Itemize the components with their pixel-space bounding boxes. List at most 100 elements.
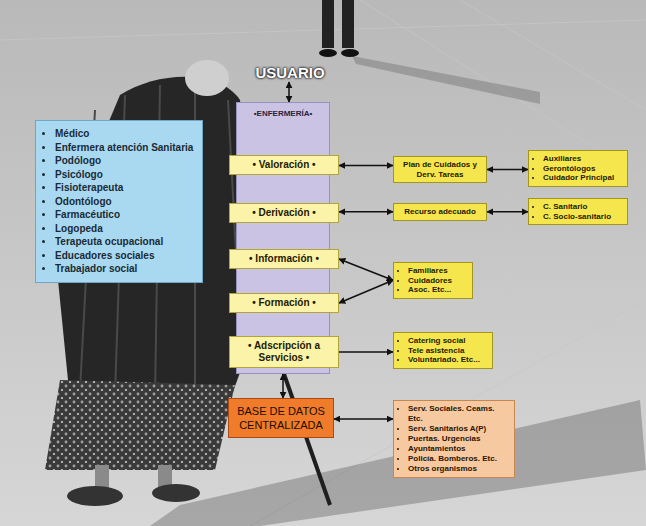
professionals-box: MédicoEnfermera atención SanitariaPodólo… <box>35 120 203 283</box>
item-text: Trabajador social <box>55 263 137 274</box>
process-box: • Información • <box>229 249 339 269</box>
database-box: BASE DE DATOS CENTRALIZADA <box>228 398 334 438</box>
item-text: Médico <box>55 128 89 139</box>
list-item: Puertas. Urgencias <box>408 434 510 444</box>
list-item: Psicólogo <box>55 168 196 182</box>
item-text: Enfermera atención Sanitaria <box>55 142 193 153</box>
node-text: • Derivación • <box>234 207 334 219</box>
resource-box: AuxiliaresGerontólogosCuidador Principal <box>528 150 628 187</box>
node-text: • Formación • <box>234 297 334 309</box>
connector-arrow <box>487 169 528 171</box>
item-text: Farmacéutico <box>55 209 120 220</box>
list-item: Trabajador social <box>55 262 196 276</box>
node-text: Recurso adecuado <box>398 207 482 217</box>
resource-box: FamiliaresCuidadoresAsoc. Etc... <box>393 262 473 299</box>
node-text: • Información • <box>234 253 334 265</box>
process-box: • Valoración • <box>229 155 339 175</box>
process-box: • Derivación • <box>229 203 339 223</box>
process-box: • Formación • <box>229 293 339 313</box>
connector-arrow <box>339 259 393 280</box>
list-item: Catering social <box>408 336 488 346</box>
list-item: Serv. Sanitarios A(P) <box>408 424 510 434</box>
connector-arrow <box>339 211 393 213</box>
list-item: Asoc. Etc... <box>408 285 468 295</box>
connector-arrow <box>288 82 290 102</box>
item-text: Asoc. Etc... <box>408 285 451 294</box>
list-item: Enfermera atención Sanitaria <box>55 141 196 155</box>
list-item: Odontólogo <box>55 195 196 209</box>
list-item: Gerontólogos <box>543 164 623 174</box>
bullet-list: C. SanitarioC. Socio-sanitario <box>533 202 623 221</box>
node-text: •ENFERMERÍA• <box>239 109 327 119</box>
list-item: Logopeda <box>55 222 196 236</box>
item-text: Cuidador Principal <box>543 173 614 182</box>
item-text: Voluntariado. Etc... <box>408 355 480 364</box>
node-text: Plan de Cuidados y Derv. Tareas <box>398 160 482 179</box>
item-text: Ayuntamientos <box>408 444 466 453</box>
list-item: Cuidador Principal <box>543 173 623 183</box>
bullet-list: FamiliaresCuidadoresAsoc. Etc... <box>398 266 468 295</box>
organisms-box: Serv. Sociales. Ceams. Etc.Serv. Sanitar… <box>393 400 515 478</box>
connector-arrow <box>334 418 393 420</box>
list-item: Auxiliares <box>543 154 623 164</box>
process-box: • Adscripción a Servicios • <box>229 336 339 368</box>
list-item: Médico <box>55 127 196 141</box>
nursing-column: •ENFERMERÍA•• Valoración •• Derivación •… <box>236 102 330 374</box>
item-text: Catering social <box>408 336 465 345</box>
list-item: Podólogo <box>55 154 196 168</box>
list-item: Serv. Sociales. Ceams. Etc. <box>408 404 510 424</box>
list-item: Ayuntamientos <box>408 444 510 454</box>
item-text: Odontólogo <box>55 196 112 207</box>
item-text: Logopeda <box>55 223 103 234</box>
item-text: Serv. Sanitarios A(P) <box>408 424 486 433</box>
item-text: Serv. Sociales. Ceams. Etc. <box>408 404 495 423</box>
bullet-list: Serv. Sociales. Ceams. Etc.Serv. Sanitar… <box>398 404 510 474</box>
list-item: Policía. Bomberos. Etc. <box>408 454 510 464</box>
resource-box: Catering socialTele asistenciaVoluntaria… <box>393 332 493 369</box>
list-item: Cuidadores <box>408 276 468 286</box>
list-item: Terapeuta ocupacional <box>55 235 196 249</box>
node-text: • Adscripción a Servicios • <box>234 340 334 364</box>
list-item: Familiares <box>408 266 468 276</box>
resource-box: Plan de Cuidados y Derv. Tareas <box>393 156 487 183</box>
item-text: Otros organismos <box>408 464 477 473</box>
bullet-list: AuxiliaresGerontólogosCuidador Principal <box>533 154 623 183</box>
item-text: Auxiliares <box>543 154 581 163</box>
node-text: BASE DE DATOS CENTRALIZADA <box>233 404 329 432</box>
list-item: C. Socio-sanitario <box>543 212 623 222</box>
item-text: C. Sanitario <box>543 202 587 211</box>
list-item: Otros organismos <box>408 464 510 474</box>
item-text: Puertas. Urgencias <box>408 434 480 443</box>
connector-arrow <box>339 351 393 353</box>
node-text: • Valoración • <box>234 159 334 171</box>
connector-arrow <box>339 165 393 167</box>
list-item: Voluntariado. Etc... <box>408 355 488 365</box>
item-text: Terapeuta ocupacional <box>55 236 163 247</box>
list-item: Tele asistencia <box>408 346 488 356</box>
list-item: Educadores sociales <box>55 249 196 263</box>
item-text: Educadores sociales <box>55 250 155 261</box>
user-label: USUARIO <box>248 64 332 82</box>
list-item: Farmacéutico <box>55 208 196 222</box>
item-text: Podólogo <box>55 155 101 166</box>
resource-box: Recurso adecuado <box>393 203 487 221</box>
item-text: C. Socio-sanitario <box>543 212 611 221</box>
item-text: Fisioterapeuta <box>55 182 123 193</box>
connector-arrow <box>282 374 284 398</box>
list-item: C. Sanitario <box>543 202 623 212</box>
connector-arrow <box>339 280 393 303</box>
item-text: Tele asistencia <box>408 346 464 355</box>
item-text: Familiares <box>408 266 448 275</box>
item-text: Cuidadores <box>408 276 452 285</box>
list-item: Fisioterapeuta <box>55 181 196 195</box>
node-text: USUARIO <box>248 64 332 82</box>
resource-box: C. SanitarioC. Socio-sanitario <box>528 198 628 225</box>
connector-arrow <box>487 211 528 213</box>
item-text: Psicólogo <box>55 169 103 180</box>
bullet-list: MédicoEnfermera atención SanitariaPodólo… <box>42 127 196 276</box>
bullet-list: Catering socialTele asistenciaVoluntaria… <box>398 336 488 365</box>
item-text: Gerontólogos <box>543 164 595 173</box>
item-text: Policía. Bomberos. Etc. <box>408 454 497 463</box>
